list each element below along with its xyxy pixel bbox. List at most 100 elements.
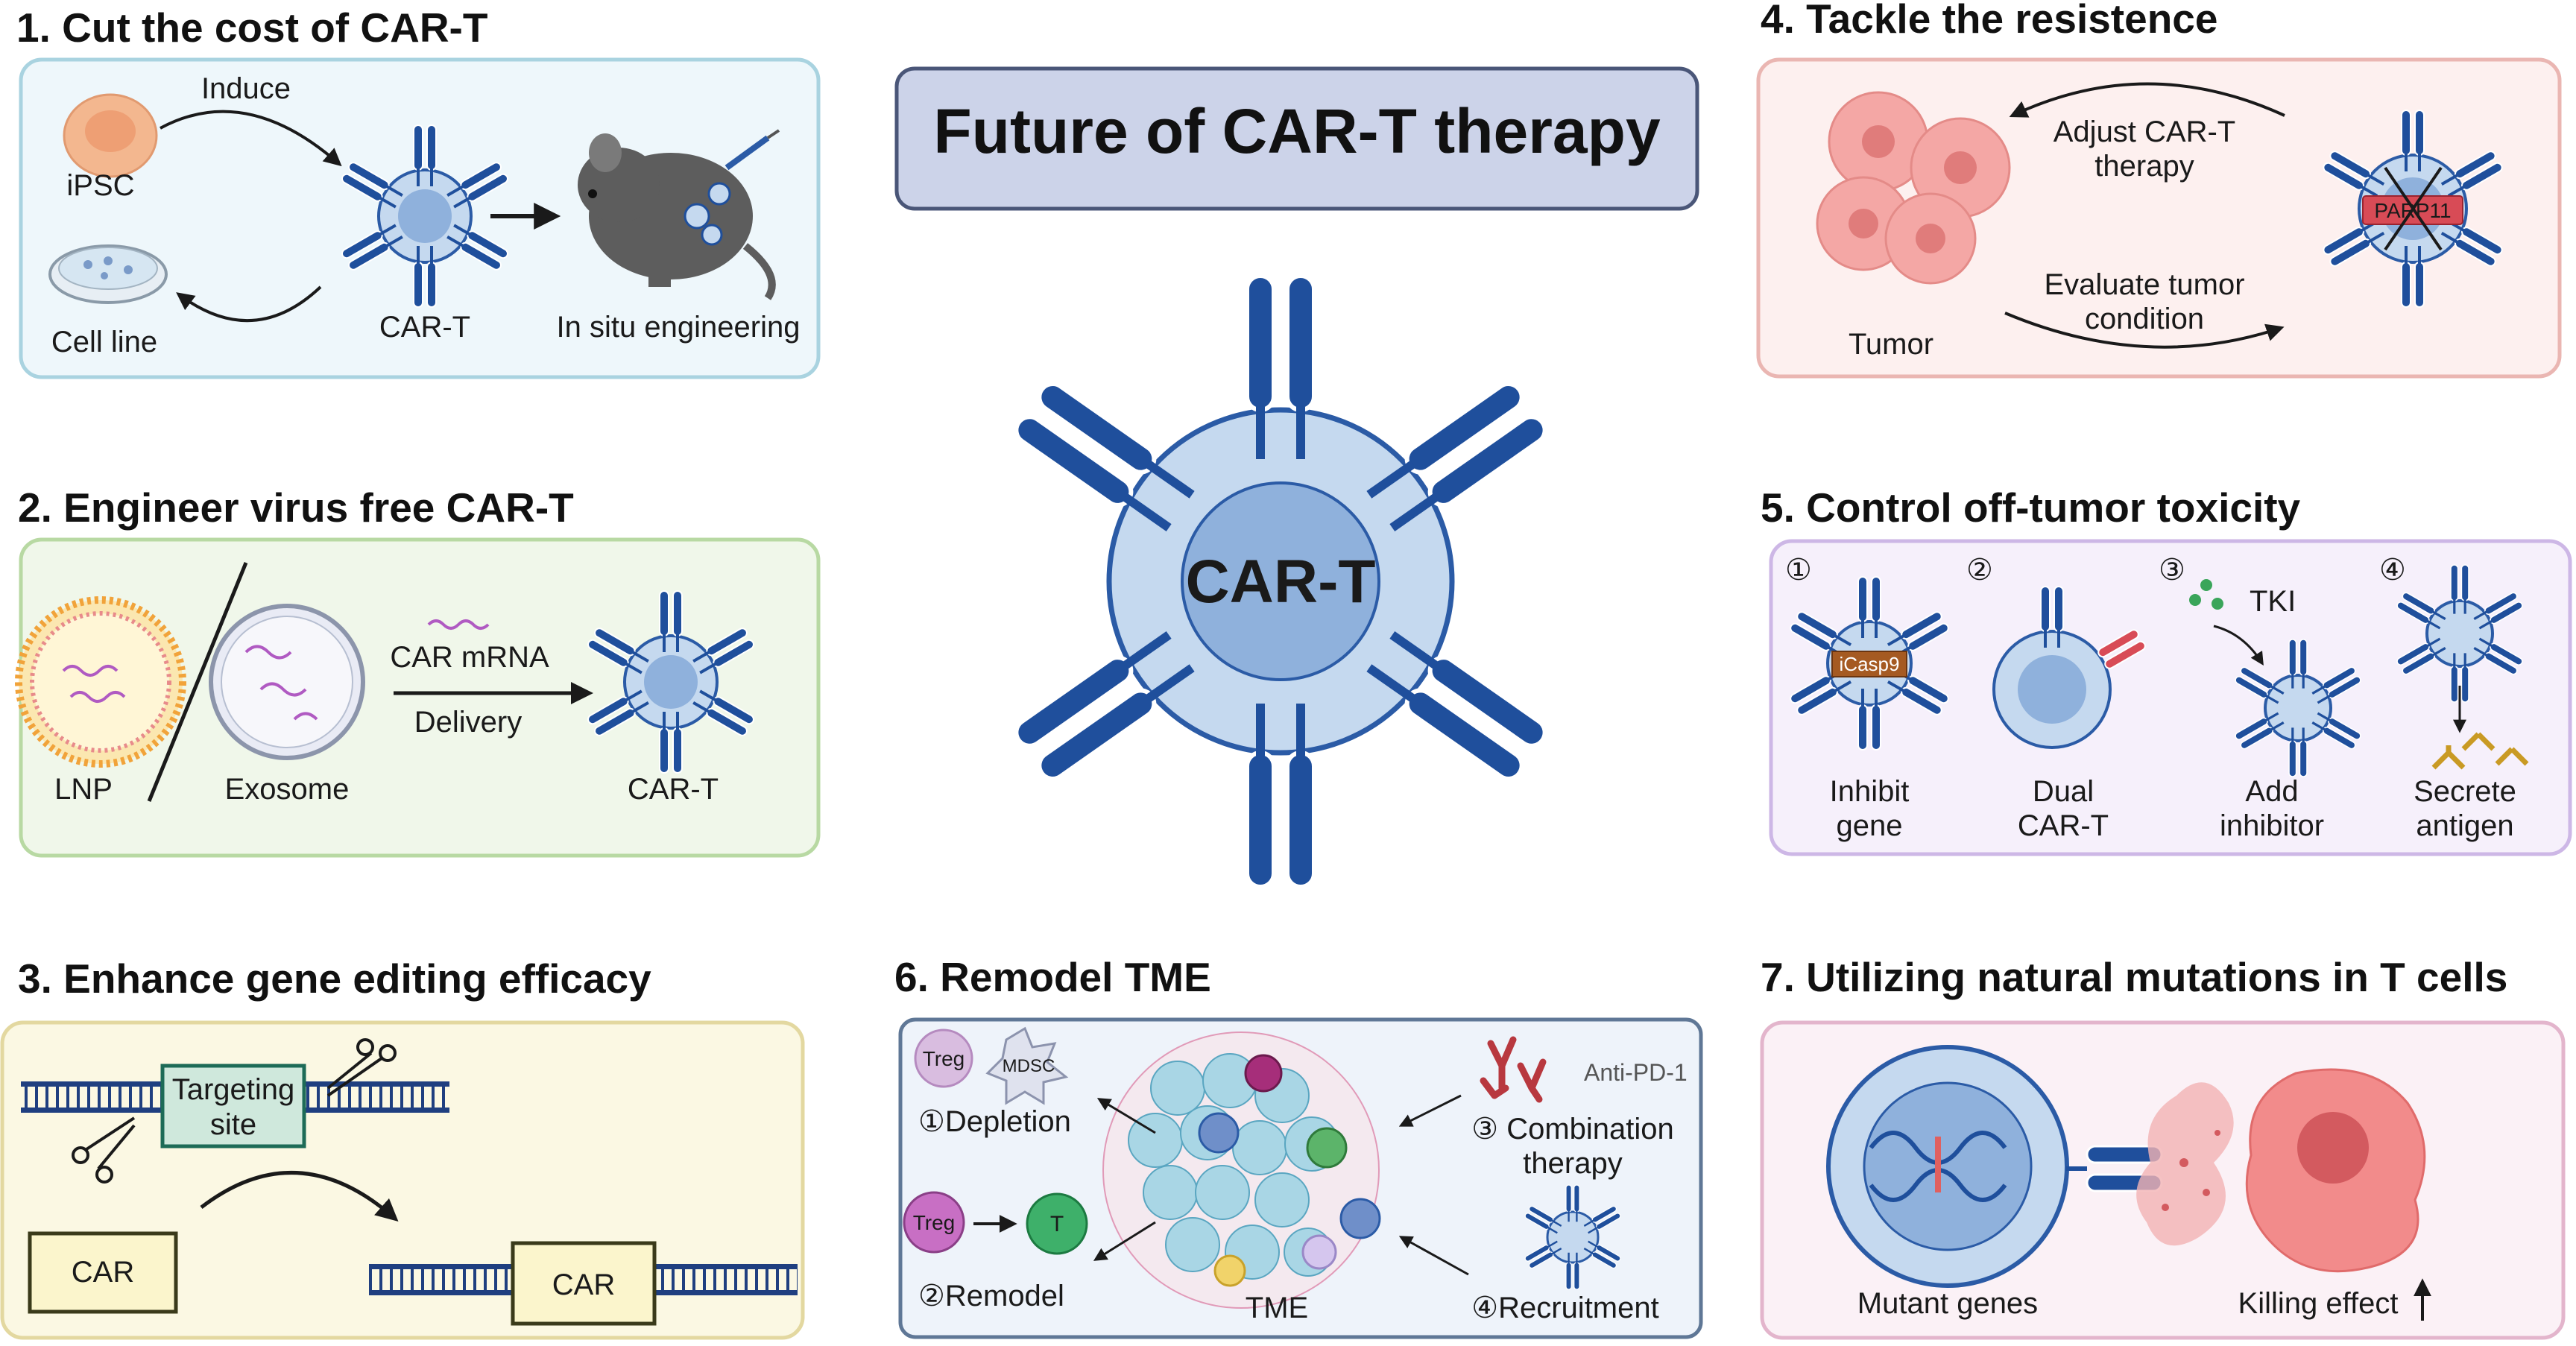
panel4-heading: 4. Tackle the resistence bbox=[1761, 0, 2218, 42]
car-left-label: CAR bbox=[72, 1256, 134, 1289]
dual-label-2: CAR-T bbox=[2018, 809, 2109, 842]
anti-pd1-antibody-icon bbox=[1480, 1036, 1547, 1103]
cross-out-icon bbox=[2384, 166, 2443, 251]
panel7-box: Mutant genes Killing effect bbox=[1760, 1020, 2566, 1340]
add-label-2: inhibitor bbox=[2220, 809, 2324, 842]
killed-tumor-cell bbox=[2136, 1068, 2426, 1273]
tme-label: TME bbox=[1246, 1292, 1308, 1324]
exosome-icon bbox=[209, 604, 365, 760]
panel2-heading: 2. Engineer virus free CAR-T bbox=[18, 484, 574, 531]
evaluate-label-1: Evaluate tumor bbox=[2044, 268, 2244, 301]
ipsc-label: iPSC bbox=[66, 169, 134, 202]
option-number-4: ④ bbox=[2379, 554, 2406, 587]
dual-label-1: Dual bbox=[2033, 775, 2094, 808]
panel3-box: Targeting site CAR CAR bbox=[0, 1020, 805, 1340]
panel2-cart-label: CAR-T bbox=[628, 773, 719, 806]
targeting-site-box bbox=[160, 1064, 306, 1148]
inhibit-label-2: gene bbox=[1837, 809, 1903, 842]
evaluate-arrow bbox=[2004, 312, 2285, 349]
secreting-cart-cell bbox=[2394, 563, 2525, 704]
secrete-label-1: Secrete bbox=[2414, 775, 2516, 808]
panel6-box: Treg MDSC ①Depletion Treg T ②Remodel bbox=[898, 1017, 1703, 1339]
center-title: Future of CAR-T therapy bbox=[933, 96, 1661, 166]
ipsc-nucleus bbox=[85, 110, 136, 152]
car-right-label: CAR bbox=[552, 1268, 615, 1301]
icasp9-label: iCasp9 bbox=[1840, 653, 1900, 675]
t-cell bbox=[1026, 1192, 1088, 1255]
panel5-box: ① ② ③ ④ iCasp9 Inhibit gene Dual CA bbox=[1769, 539, 2572, 856]
back-to-cell-line-arrow bbox=[176, 285, 322, 322]
add-label-1: Add bbox=[2245, 775, 2298, 808]
mouse-icon bbox=[578, 129, 780, 300]
adjust-label-1: Adjust CAR-T bbox=[2053, 116, 2236, 148]
delivery-label: Delivery bbox=[414, 706, 522, 739]
mrna-icon bbox=[427, 619, 490, 630]
recruitment-arrow bbox=[1398, 1236, 1469, 1276]
treg-cell bbox=[903, 1191, 965, 1254]
evaluate-label-2: condition bbox=[2085, 303, 2204, 335]
targeting-label-2: site bbox=[210, 1108, 256, 1141]
tme-cluster bbox=[1102, 1031, 1381, 1309]
recruitment-label: ④Recruitment bbox=[1471, 1292, 1658, 1324]
option-number-3: ③ bbox=[2159, 554, 2185, 587]
antigen-icon bbox=[2431, 732, 2529, 770]
panel7-heading: 7. Utilizing natural mutations in T cell… bbox=[1761, 954, 2507, 1000]
mutant-genes-label: Mutant genes bbox=[1857, 1287, 2038, 1320]
remodel-label: ②Remodel bbox=[918, 1280, 1064, 1312]
panel6-heading: 6. Remodel TME bbox=[894, 954, 1211, 1000]
tki-arrow bbox=[2213, 625, 2264, 666]
scissors-icon bbox=[72, 1116, 136, 1184]
secrete-label-2: antigen bbox=[2416, 809, 2513, 842]
center-cell-label: CAR-T bbox=[1185, 548, 1375, 616]
tumor-label: Tumor bbox=[1849, 328, 1933, 361]
panel2-cart-cell bbox=[584, 590, 757, 774]
recruited-cart-cell bbox=[1523, 1184, 1623, 1291]
inhibit-label-1: Inhibit bbox=[1830, 775, 1910, 808]
scissors-icon bbox=[326, 1038, 397, 1097]
exosome-label: Exosome bbox=[225, 773, 350, 806]
depletion-label: ①Depletion bbox=[918, 1105, 1071, 1138]
option-number-1: ① bbox=[1785, 554, 1812, 587]
mdsc-label: MDSC bbox=[1003, 1056, 1055, 1076]
combination-arrow bbox=[1398, 1094, 1462, 1127]
treg2-label: Treg bbox=[913, 1211, 956, 1234]
anti-pd1-label: Anti-PD-1 bbox=[1584, 1059, 1688, 1086]
panel1-heading: 1. Cut the cost of CAR-T bbox=[16, 4, 487, 51]
mutant-t-cell bbox=[1826, 1045, 2069, 1288]
inhibitor-cart-cell bbox=[2232, 638, 2364, 778]
icasp9-cart-cell: iCasp9 bbox=[1787, 575, 1951, 751]
remodel-source-arrow bbox=[1093, 1221, 1156, 1261]
mdsc-cell bbox=[985, 1026, 1069, 1105]
t-label: T bbox=[1050, 1212, 1064, 1236]
panel5-heading: 5. Control off-tumor toxicity bbox=[1761, 484, 2301, 531]
divider-slash bbox=[147, 562, 248, 802]
induce-arrow bbox=[160, 110, 342, 167]
tumor-cluster bbox=[1816, 91, 2011, 285]
car-box-right bbox=[511, 1241, 657, 1326]
targeting-label-1: Targeting bbox=[172, 1073, 295, 1106]
treg-label: Treg bbox=[923, 1047, 965, 1070]
panel1-cart-label: CAR-T bbox=[379, 311, 470, 344]
lnp-icon bbox=[15, 596, 186, 768]
panel2-box: LNP Exosome CAR mRNA Delivery CAR-T bbox=[15, 537, 821, 858]
car-box-left bbox=[28, 1231, 178, 1314]
cell-line-label: Cell line bbox=[51, 326, 157, 358]
adjust-label-2: therapy bbox=[2094, 150, 2194, 183]
combination-label-1: ③ Combination bbox=[1471, 1113, 1674, 1146]
killing-effect-label: Killing effect bbox=[2238, 1287, 2399, 1320]
panel1-cart-cell bbox=[338, 124, 511, 309]
adjust-arrow bbox=[2009, 82, 2285, 118]
central-car-t-cell: CAR-T bbox=[1011, 276, 1550, 887]
panel3-heading: 3. Enhance gene editing efficacy bbox=[18, 955, 651, 1002]
option-number-2: ② bbox=[1966, 554, 1993, 587]
combination-label-2: therapy bbox=[1523, 1147, 1622, 1180]
center-title-box: Future of CAR-T therapy bbox=[894, 66, 1699, 211]
tki-icon bbox=[2189, 579, 2223, 610]
lnp-label: LNP bbox=[54, 773, 113, 806]
dual-cart-cell bbox=[1992, 585, 2146, 749]
petri-dish-icon bbox=[48, 244, 168, 304]
insertion-arrow bbox=[200, 1171, 399, 1222]
panel1-box: iPSC Induce CAR-T In situ bbox=[19, 57, 821, 379]
in-situ-label: In situ engineering bbox=[557, 311, 801, 344]
